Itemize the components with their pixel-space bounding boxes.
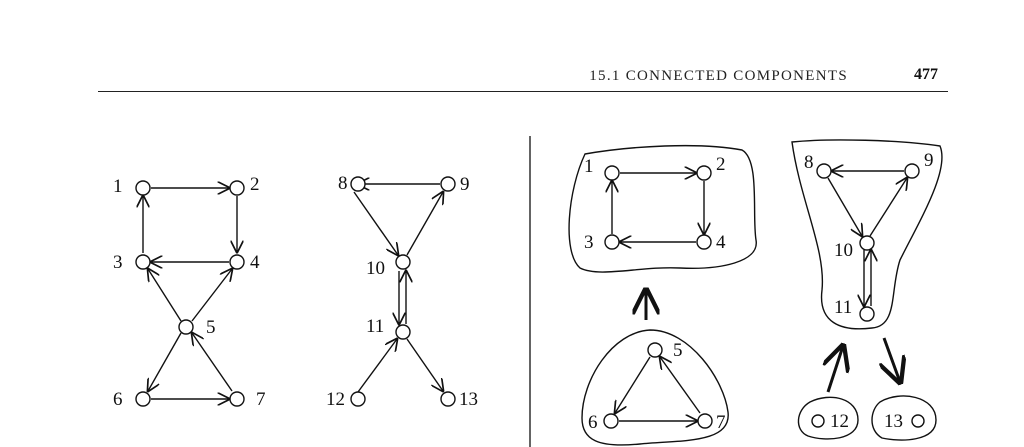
node-3	[135, 254, 151, 270]
edge-10-9	[406, 192, 443, 256]
node-4	[229, 254, 245, 270]
page-header: 15.1 CONNECTED COMPONENTS 477	[0, 0, 1024, 100]
node-label-9: 9	[460, 174, 470, 195]
node-label-7: 7	[256, 389, 266, 410]
edge-8-10	[353, 191, 398, 255]
cond-edge-12-to-891011	[828, 346, 843, 393]
c-node-3	[604, 234, 620, 250]
node-label-11: 11	[366, 316, 384, 337]
node-label-5: 5	[206, 317, 216, 338]
right-components	[568, 139, 943, 446]
node-label-3: 3	[113, 252, 123, 273]
page-number: 477	[914, 66, 938, 83]
node-label-1: 1	[113, 176, 123, 197]
c-node-label-8: 8	[804, 152, 814, 173]
c-node-label-9: 9	[924, 150, 934, 171]
c-node-label-2: 2	[716, 154, 726, 175]
c-node-label-1: 1	[584, 156, 594, 177]
c-edge-8-10	[827, 177, 862, 236]
node-10	[395, 254, 411, 270]
node-2	[229, 180, 245, 196]
edge-5-3	[148, 269, 182, 322]
node-6	[135, 391, 151, 407]
node-label-8: 8	[338, 173, 348, 194]
c-node-8	[816, 163, 832, 179]
node-9	[440, 176, 456, 192]
edge-7-5	[192, 333, 233, 392]
c-node-5	[647, 342, 663, 358]
node-label-12: 12	[326, 389, 345, 410]
component-blob-1234	[568, 144, 757, 273]
c-node-12	[811, 414, 825, 428]
node-12	[350, 391, 366, 407]
edge-11-13	[406, 338, 443, 391]
node-label-10: 10	[366, 258, 385, 279]
edge-5-4	[191, 269, 232, 322]
c-node-label-10: 10	[834, 240, 853, 261]
c-node-6	[603, 413, 619, 429]
c-node-label-3: 3	[584, 232, 594, 253]
node-1	[135, 180, 151, 196]
cond-edge-891011-to-13	[884, 337, 900, 382]
c-node-label-5: 5	[673, 340, 683, 361]
c-node-label-7: 7	[716, 412, 726, 433]
node-13	[440, 391, 456, 407]
condensation-edges	[646, 290, 900, 393]
node-label-6: 6	[113, 389, 123, 410]
c-node-label-6: 6	[588, 412, 598, 433]
c-edge-7-5	[660, 357, 701, 414]
node-label-4: 4	[250, 252, 260, 273]
c-node-label-11: 11	[834, 297, 852, 318]
node-7	[229, 391, 245, 407]
node-5	[178, 319, 194, 335]
c-edge-10-9	[869, 178, 907, 237]
edge-12-11	[357, 339, 397, 393]
c-node-10	[859, 235, 875, 251]
running-head: 15.1 CONNECTED COMPONENTS	[589, 68, 848, 84]
component-blob-12	[797, 396, 859, 440]
right-graph-labels: 1 2 3 4 5 6 7 8 9 10 11 12 13	[584, 150, 934, 433]
c-node-label-4: 4	[716, 232, 726, 253]
c-node-9	[904, 163, 920, 179]
c-node-4	[696, 234, 712, 250]
header-rule	[98, 91, 948, 92]
left-graph-labels: 1 2 3 4 5 6 7 8 9 10 11 12 13	[113, 173, 478, 410]
component-blob-13	[871, 395, 937, 441]
node-label-13: 13	[459, 389, 478, 410]
c-node-7	[697, 413, 713, 429]
c-node-label-12: 12	[830, 411, 849, 432]
component-blob-567	[581, 329, 729, 446]
c-node-1	[604, 165, 620, 181]
node-8	[350, 176, 366, 192]
c-node-2	[696, 165, 712, 181]
c-node-13	[911, 414, 925, 428]
component-blob-891011	[791, 139, 943, 330]
c-node-label-13: 13	[884, 411, 903, 432]
node-11	[395, 324, 411, 340]
node-label-2: 2	[250, 174, 260, 195]
c-edge-5-6	[615, 356, 651, 413]
c-node-11	[859, 306, 875, 322]
edge-5-6	[148, 332, 182, 391]
left-graph	[135, 176, 456, 407]
